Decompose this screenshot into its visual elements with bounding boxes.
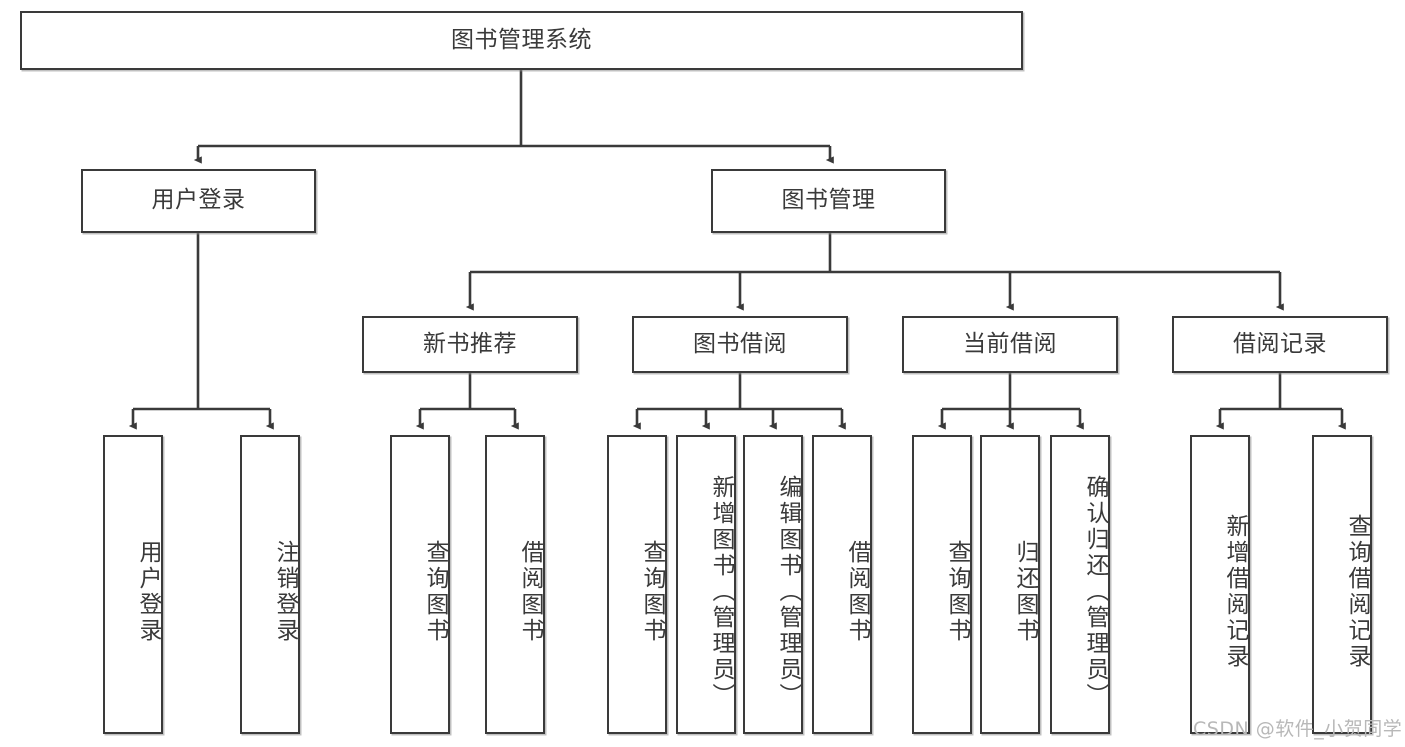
leaf-label: 用户登录	[135, 539, 161, 644]
leaf-current-return-book[interactable]: 归还图书	[980, 435, 1040, 734]
leaf-recommend-borrow-book[interactable]: 借阅图书	[485, 435, 545, 734]
leaf-label: 查询图书	[944, 539, 970, 644]
node-book-management[interactable]: 图书管理	[711, 169, 946, 233]
leaf-label: 新增图书（管理员）	[708, 474, 734, 709]
leaf-label: 查询图书	[639, 539, 665, 644]
node-book-borrow[interactable]: 图书借阅	[632, 316, 848, 373]
leaf-borrow-add-book-admin[interactable]: 新增图书（管理员）	[676, 435, 736, 734]
leaf-current-query-book[interactable]: 查询图书	[912, 435, 972, 734]
leaf-label: 新增借阅记录	[1222, 513, 1248, 670]
node-current-borrow[interactable]: 当前借阅	[902, 316, 1118, 373]
leaf-label: 归还图书	[1012, 539, 1038, 644]
node-user-login[interactable]: 用户登录	[81, 169, 316, 233]
node-root-system[interactable]: 图书管理系统	[20, 11, 1023, 70]
leaf-label: 借阅图书	[517, 539, 543, 644]
leaf-label: 确认归还（管理员）	[1082, 474, 1108, 709]
leaf-user-login-logout[interactable]: 注销登录	[240, 435, 300, 734]
watermark-text: CSDN @软件_小贺同学	[1193, 718, 1403, 740]
leaf-borrow-query-book[interactable]: 查询图书	[607, 435, 667, 734]
leaf-borrow-edit-book-admin[interactable]: 编辑图书（管理员）	[743, 435, 803, 734]
node-new-book-recommend[interactable]: 新书推荐	[362, 316, 578, 373]
leaf-record-query-record[interactable]: 查询借阅记录	[1312, 435, 1372, 734]
leaf-label: 查询图书	[422, 539, 448, 644]
leaf-label: 借阅图书	[844, 539, 870, 644]
leaf-label: 查询借阅记录	[1344, 513, 1370, 670]
leaf-current-confirm-return-admin[interactable]: 确认归还（管理员）	[1050, 435, 1110, 734]
leaf-recommend-query-book[interactable]: 查询图书	[390, 435, 450, 734]
node-borrow-record[interactable]: 借阅记录	[1172, 316, 1388, 373]
leaf-borrow-borrow-book[interactable]: 借阅图书	[812, 435, 872, 734]
leaf-user-login-login[interactable]: 用户登录	[103, 435, 163, 734]
leaf-label: 编辑图书（管理员）	[775, 474, 801, 709]
leaf-label: 注销登录	[272, 539, 298, 644]
leaf-record-add-record[interactable]: 新增借阅记录	[1190, 435, 1250, 734]
